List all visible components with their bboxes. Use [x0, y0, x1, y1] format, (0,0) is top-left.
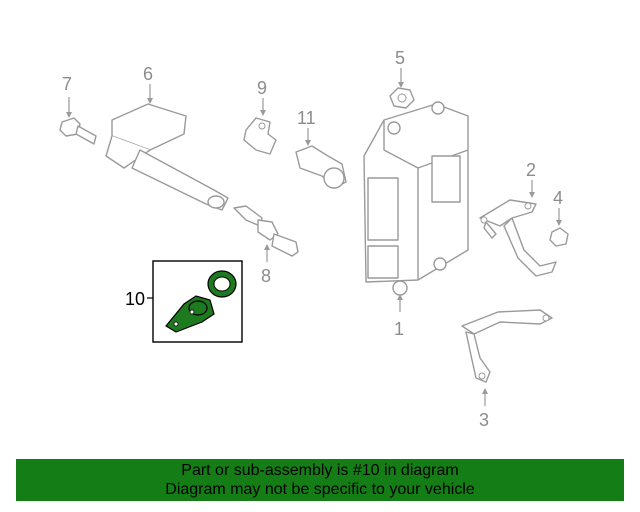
callout-9: 9 [257, 78, 267, 98]
callout-10: 10 [125, 289, 145, 309]
info-banner: Part or sub-assembly is #10 in diagram D… [16, 459, 624, 501]
callout-2: 2 [526, 160, 536, 180]
parts-diagram: 7 6 9 11 8 5 [59, 48, 569, 430]
banner-line-1: Part or sub-assembly is #10 in diagram [181, 462, 459, 479]
part-7-bolt[interactable]: 7 [59, 74, 97, 145]
part-5-nut[interactable]: 5 [389, 48, 415, 109]
part-1-engine-control-module[interactable]: 1 [363, 101, 469, 339]
part-6-ignition-coil[interactable]: 6 [105, 64, 229, 211]
callout-11: 11 [297, 108, 316, 128]
callout-3: 3 [479, 410, 489, 430]
callout-8: 8 [261, 266, 271, 286]
banner-line-2: Diagram may not be specific to your vehi… [165, 481, 475, 498]
callout-1: 1 [394, 319, 404, 339]
part-10-highlighted[interactable]: 10 [125, 260, 243, 343]
part-2-bracket[interactable]: 2 [479, 160, 557, 277]
part-8-sensor-probe[interactable]: 8 [233, 205, 299, 286]
callout-4: 4 [553, 188, 563, 208]
part-4-bolt[interactable]: 4 [549, 188, 569, 247]
callout-7: 7 [62, 74, 72, 94]
callout-5: 5 [395, 48, 405, 68]
part-11-knock-sensor[interactable]: 11 [295, 108, 347, 189]
part-3-bracket[interactable]: 3 [461, 309, 553, 430]
callout-6: 6 [143, 64, 153, 84]
part-9-sensor[interactable]: 9 [243, 78, 277, 155]
